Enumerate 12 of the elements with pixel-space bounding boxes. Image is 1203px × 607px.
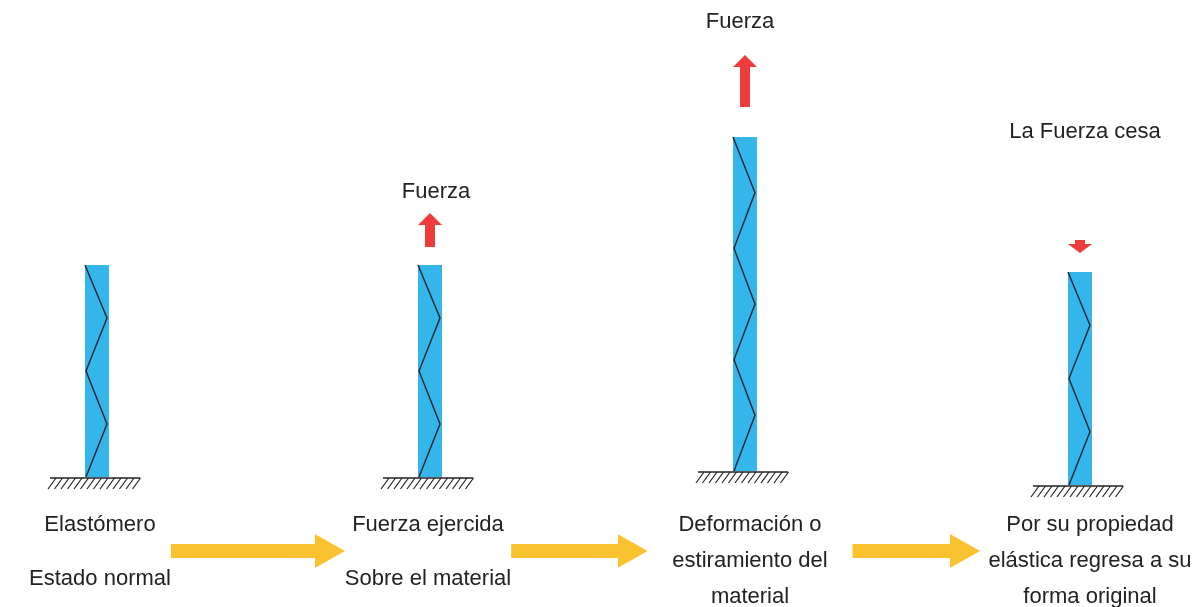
stage-caption: Deformación o estiramiento del material	[647, 506, 853, 607]
arrow	[852, 534, 980, 568]
force-label: La Fuerza cesa	[1009, 118, 1161, 144]
arrow	[511, 534, 648, 568]
stage-caption: Estado normal	[29, 564, 171, 592]
stage-caption: Fuerza ejercida	[351, 510, 505, 538]
stage-caption: Por su propiedad elástica regresa a su forma original	[980, 506, 1200, 607]
force-label: Fuerza	[401, 178, 471, 204]
stage-caption: Sobre el material	[344, 564, 512, 592]
arrow	[170, 534, 345, 568]
stage-caption: Elastómero	[43, 510, 157, 538]
force-label: Fuerza	[705, 8, 775, 34]
